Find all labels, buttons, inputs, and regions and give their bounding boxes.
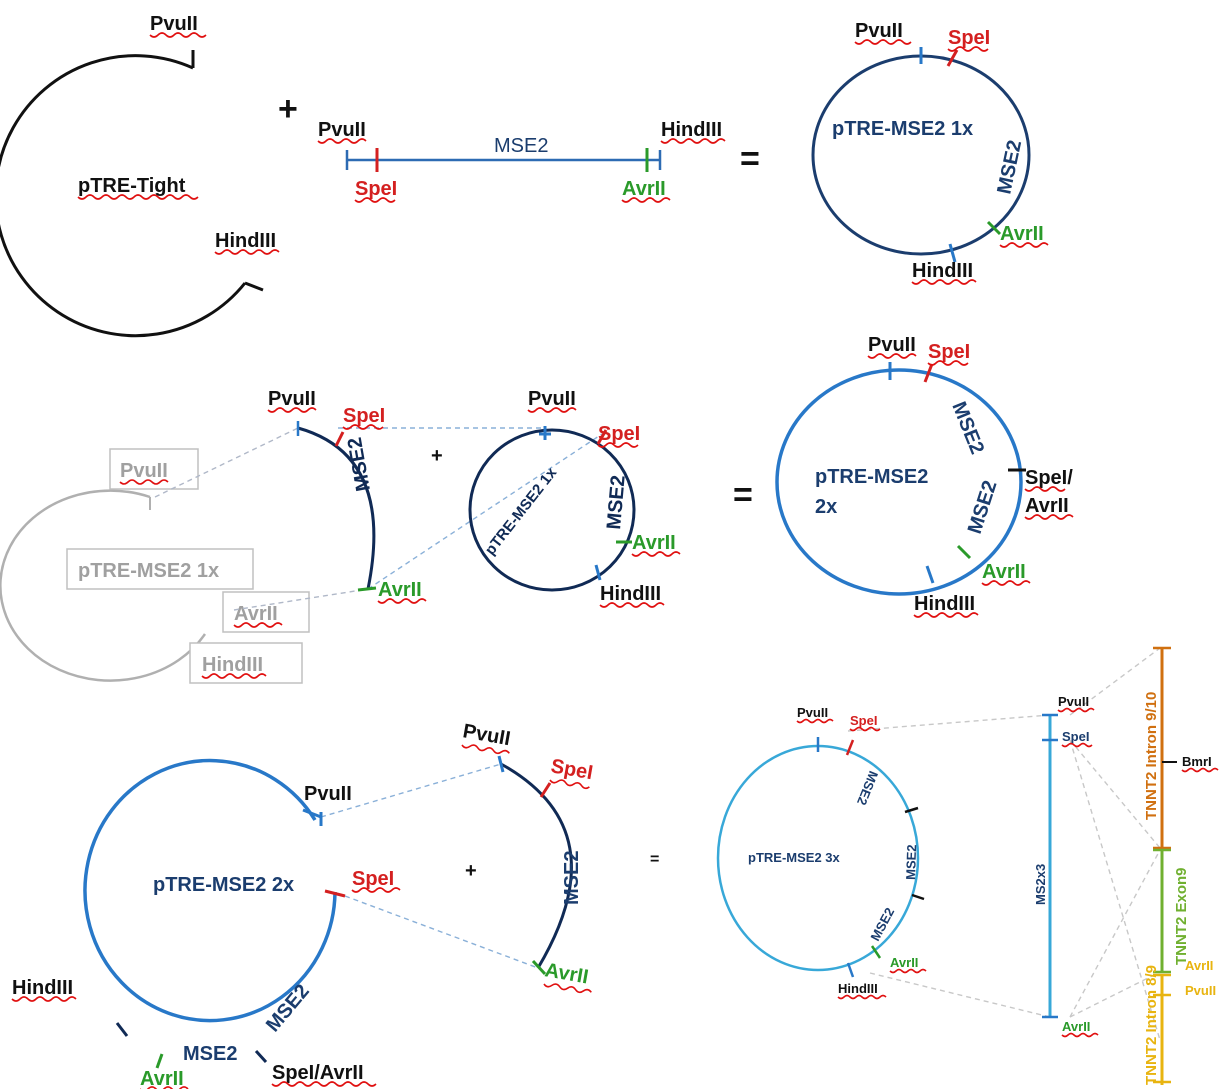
row3-vec-mse2-b-label: MSE2 [183,1043,237,1065]
row3-dashed-connectors [320,763,539,969]
row3-frag-spei-label: SpeI [549,755,594,784]
circ-hindiii-label: HindIII [600,583,661,605]
row3-res-avrii-label: AvrII [890,955,918,970]
result2-avrii-label: AvrII [982,561,1026,583]
ghost-hindiii-label: HindIII [202,654,263,676]
row3-frag-mse2-label: MSE2 [561,851,583,905]
circ-name-label: pTRE-MSE2 1x [482,464,561,558]
insert-hindiii-label: HindIII [661,119,722,141]
bar-avrii-label: AvrII [1062,1019,1090,1034]
frag-avrii-label: AvrII [378,579,422,601]
result2-mse2-b-label: MSE2 [964,478,1002,537]
row1-mse2-insert: PvuII MSE2 HindIII SpeI AvrII [317,119,726,203]
row1-result-plasmid: pTRE-MSE2 1x PvuII SpeI MSE2 AvrII HindI… [811,20,1049,285]
result2-spei-label: SpeI [928,341,970,363]
row3-res-mse2-a-label: MSE2 [854,769,881,807]
row3-frag-avrii-label: AvrII [543,959,590,988]
circ-avrii-label: AvrII [632,532,676,554]
row3-result-plasmid: PvuII SpeI pTRE-MSE2 3x MSE2 MSE2 MSE2 A… [716,705,927,1000]
frag-pvuii-label: PvuII [268,388,316,410]
row2-result-plasmid: PvuII SpeI pTRE-MSE2 2x MSE2 SpeI/ AvrII… [775,334,1074,618]
equals-sign-row2: = [733,476,753,514]
row3-res-mse2-c-label: MSE2 [867,905,897,943]
tnnt-pvuii-label: PvuII [1185,983,1216,998]
vector-name-label: pTRE-Tight [78,175,186,197]
bar-spei-label: SpeI [1062,729,1089,744]
plus-sign: + [278,90,298,128]
result2-pvuii-label: PvuII [868,334,916,356]
bar-name-label: MS2x3 [1033,864,1048,905]
result-hindiii-label: HindIII [912,260,973,282]
plus-sign-row2: + [431,445,443,467]
row1-ptre-tight-vector: pTRE-Tight PvuII HindIII [0,13,280,338]
row3-vec-pvuii-label: PvuII [304,783,352,805]
result2-name-line2: 2x [815,496,837,518]
row3-res-hindiii-label: HindIII [838,981,878,996]
hindiii-label: HindIII [215,230,276,252]
row3-res-pvuii-label: PvuII [797,705,828,720]
row3-tnnt2-map: TNNT2 Intron 9/10 BmrI TNNT2 Exon9 AvrII… [1143,646,1219,1085]
circ-spei-label: SpeI [598,423,640,445]
row2-connector-lines [154,427,603,611]
row3-vector: PvuII SpeI pTRE-MSE2 2x MSE2 MSE2 HindII… [11,758,401,1089]
insert-pvuii-label: PvuII [318,119,366,141]
tnnt-intron89-label: TNNT2 Intron 8/9 [1143,965,1160,1085]
result2-name-line1: pTRE-MSE2 [815,466,928,488]
row3-dashed-gray-lines [847,647,1161,1041]
ghost-pvuii-label: PvuII [120,460,168,482]
row3-vec-mse2-a-label: MSE2 [262,980,314,1036]
result2-mse2-a-label: MSE2 [947,399,988,458]
result-mse2-label: MSE2 [993,138,1026,196]
row2-circular-fragment: PvuII SpeI pTRE-MSE2 1x MSE2 AvrII HindI… [468,388,681,608]
ghost-name-label: pTRE-MSE2 1x [78,560,219,582]
frag-spei-label: SpeI [343,405,385,427]
row3-ms2x3-bar: PvuII SpeI MS2x3 AvrII [1033,694,1099,1038]
tnnt-bmri-label: BmrI [1182,754,1212,769]
circ-pvuii-label: PvuII [528,388,576,410]
result2-hindiii-label: HindIII [914,593,975,615]
row3-res-spei-label: SpeI [850,713,877,728]
row3-vec-avrii-label: AvrII [140,1068,184,1089]
circ-mse2-label: MSE2 [603,474,630,530]
bar-pvuii-label: PvuII [1058,694,1089,709]
result2-spei-avrii-line2: AvrII [1025,495,1069,517]
tnnt-avrii-label: AvrII [1185,958,1213,973]
insert-name-label: MSE2 [494,135,548,157]
result-avrii-label: AvrII [1000,223,1044,245]
row3-res-mse2-b-label: MSE2 [903,844,919,880]
insert-avrii-label: AvrII [622,178,666,200]
row3-frag-pvuii-label: PvuII [461,720,512,750]
row2-mse2-fragment: PvuII SpeI MSE2 AvrII [267,388,427,604]
row3-vec-name-label: pTRE-MSE2 2x [153,874,294,896]
row2-ghost-vector: PvuII pTRE-MSE2 1x AvrII HindIII [0,448,310,684]
row3-res-name-label: pTRE-MSE2 3x [748,850,841,865]
row3-vec-spei-label: SpeI [352,868,394,890]
pvuii-label: PvuII [150,13,198,35]
result-spei-label: SpeI [948,27,990,49]
equals-sign-row3: = [650,851,659,868]
tnnt-intron910-label: TNNT2 Intron 9/10 [1143,692,1160,820]
result-name-label: pTRE-MSE2 1x [832,118,973,140]
row3-vec-hindiii-label: HindIII [12,977,73,999]
tnnt-exon9-label: TNNT2 Exon9 [1173,867,1190,965]
row3-mse2-fragment: PvuII SpeI MSE2 AvrII [461,720,595,994]
equals-sign-row1: = [740,140,760,178]
frag-mse2-label: MSE2 [344,435,375,492]
plus-sign-row3: + [465,860,477,882]
insert-spei-label: SpeI [355,178,397,200]
result2-spei-avrii-line1: SpeI/ [1025,467,1073,489]
row3-vec-spei-avrii-label: SpeI/AvrII [272,1062,364,1084]
result-pvuii-label: PvuII [855,20,903,42]
